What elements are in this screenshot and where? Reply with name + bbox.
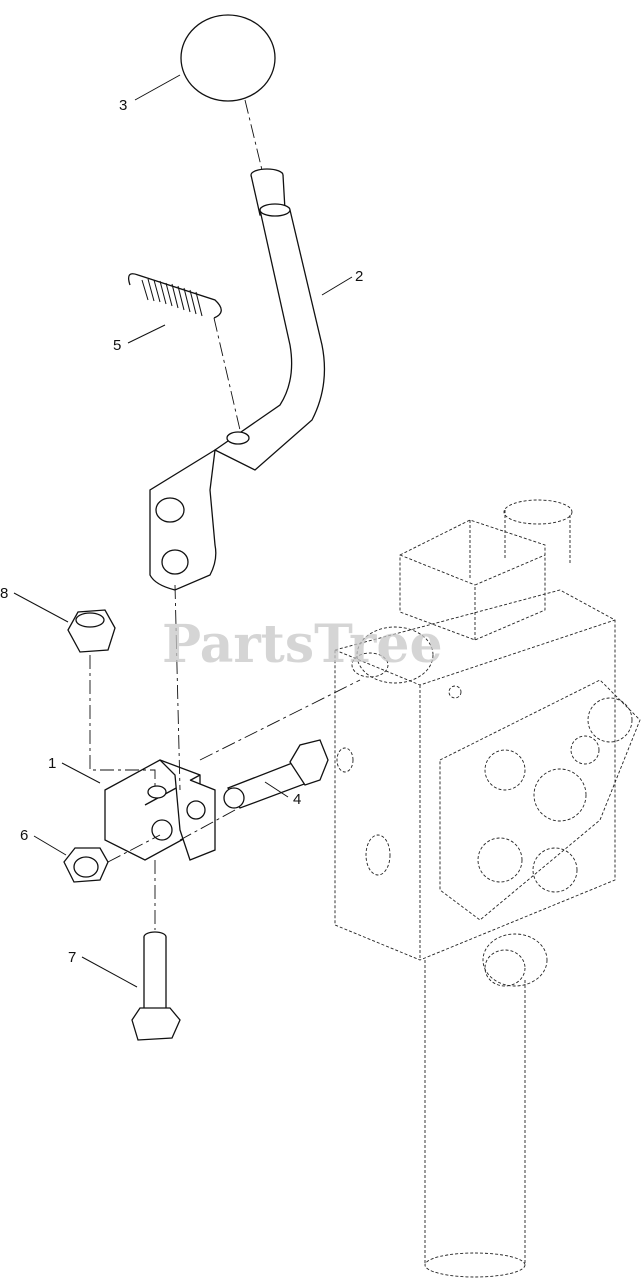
callout-2: 2 <box>355 268 363 285</box>
callout-3: 3 <box>119 97 127 114</box>
leader-lines <box>13 74 353 988</box>
callout-5: 5 <box>113 337 121 354</box>
callout-6: 6 <box>20 827 28 844</box>
valve-assembly-phantom <box>334 499 641 1278</box>
watermark-text: PartsTree <box>162 614 443 675</box>
control-lever-part <box>149 168 326 591</box>
nut-6-part <box>63 847 109 883</box>
nut-8-part <box>67 609 116 653</box>
callout-1: 1 <box>48 755 56 772</box>
spring-part <box>127 273 222 319</box>
callout-4: 4 <box>293 791 301 808</box>
pin-part <box>223 739 329 809</box>
clevis-part <box>104 759 216 861</box>
callout-8: 8 <box>0 585 8 602</box>
knob-part <box>180 14 276 102</box>
bolt-7-part <box>131 931 181 1041</box>
callout-7: 7 <box>68 949 76 966</box>
